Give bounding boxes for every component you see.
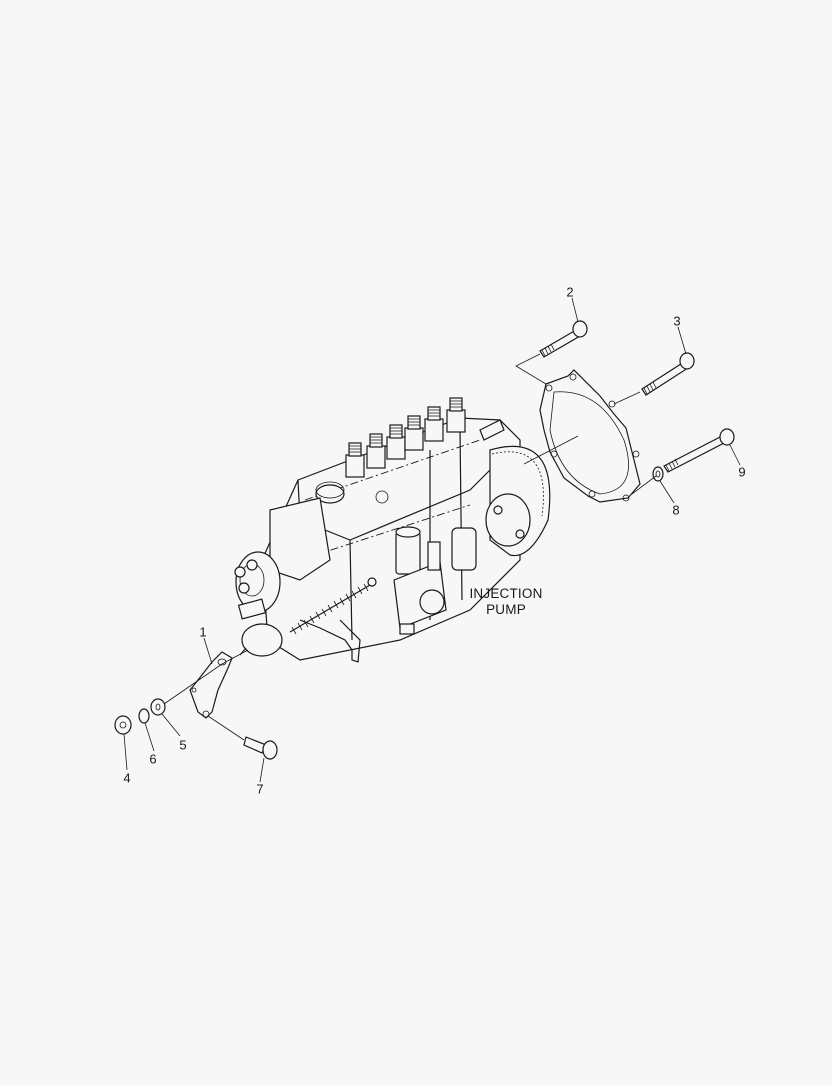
bolt-3 xyxy=(641,352,695,396)
callout-7: 7 xyxy=(256,781,264,797)
lock-washer-6 xyxy=(138,708,150,724)
bracket-1 xyxy=(189,651,233,719)
governor-spring xyxy=(289,577,377,635)
drive-gear xyxy=(485,445,551,557)
callout-9: 9 xyxy=(738,464,746,480)
fuel-feed-assembly xyxy=(393,526,477,635)
callout-8: 8 xyxy=(672,502,680,518)
bolt-2 xyxy=(539,320,588,358)
callout-6: 6 xyxy=(149,751,157,767)
callout-4: 4 xyxy=(123,770,131,786)
callout-5: 5 xyxy=(179,737,187,753)
callout-3: 3 xyxy=(673,313,681,329)
washer-8 xyxy=(652,466,664,482)
assembly-label-line-1: INJECTION xyxy=(469,586,543,601)
bolt-7 xyxy=(243,736,278,760)
callout-1: 1 xyxy=(199,624,207,640)
delivery-valve-holders xyxy=(345,397,466,478)
callout-2: 2 xyxy=(566,284,574,300)
bolt-9 xyxy=(663,428,735,473)
pump-body xyxy=(234,397,551,663)
flat-washer-5 xyxy=(150,698,166,716)
leader-lines xyxy=(123,297,741,783)
nut-4 xyxy=(114,715,132,735)
assembly-label-line-2: PUMP xyxy=(486,602,526,617)
gasket xyxy=(539,369,641,503)
